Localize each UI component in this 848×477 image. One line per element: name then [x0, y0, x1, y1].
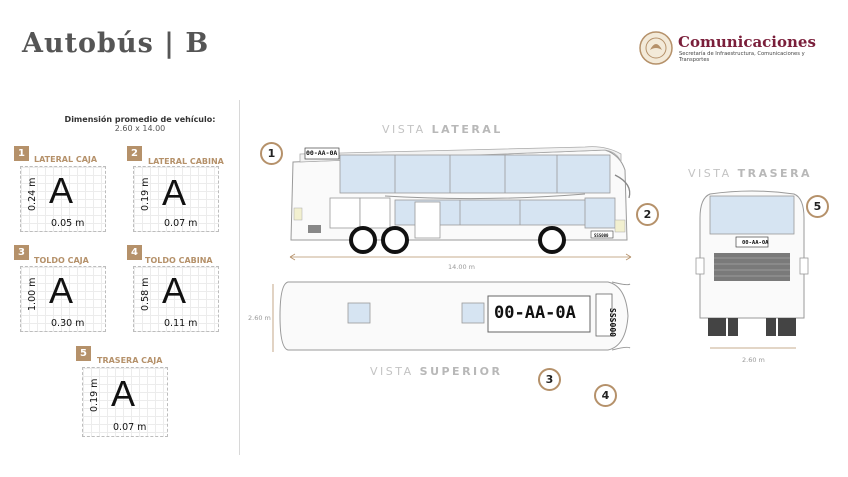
width-label: 0.11 m — [164, 318, 198, 329]
card-label: LATERAL CAJA — [34, 155, 98, 164]
bus-rear-view — [695, 190, 809, 336]
width-label: 0.05 m — [51, 218, 85, 229]
page-title: Autobús | B — [22, 28, 210, 59]
height-label: 0.19 m — [140, 177, 151, 211]
callout-5: 5 — [806, 195, 829, 218]
card-number: 2 — [127, 146, 142, 161]
length-label: 14.00 m — [448, 263, 476, 271]
width-label: 0.30 m — [51, 318, 85, 329]
letter-sample: A — [49, 270, 74, 311]
card-number: 5 — [76, 346, 91, 361]
plate-roof: 00-AA-0A — [494, 303, 576, 323]
sign-card-lateral-caja: A 0.24 m 0.05 m — [20, 166, 106, 232]
card-label: TOLDO CABINA — [145, 256, 213, 265]
width-label-rear: 2.60 m — [742, 356, 765, 364]
card-number: 4 — [127, 245, 142, 260]
callout-2: 2 — [636, 203, 659, 226]
height-label: 0.24 m — [27, 177, 38, 211]
view-label-superior: VISTA SUPERIOR — [370, 365, 503, 378]
width-dimension-line — [272, 284, 274, 352]
sign-card-trasera-caja: A 0.19 m 0.07 m — [82, 367, 168, 437]
width-label-top: 2.60 m — [248, 314, 271, 322]
card-number: 1 — [14, 146, 29, 161]
card-label: TOLDO CAJA — [34, 256, 89, 265]
plate-front: SSS000 — [594, 233, 609, 238]
logo-name: Comunicaciones — [678, 33, 816, 51]
length-dimension-line — [289, 253, 632, 261]
plate-roof-cab: SSS000 — [607, 308, 617, 337]
height-label: 0.19 m — [89, 378, 100, 412]
letter-sample: A — [111, 373, 136, 414]
sign-card-lateral-cabina: A 0.19 m 0.07 m — [133, 166, 219, 232]
letter-sample: A — [162, 172, 187, 213]
height-label: 1.00 m — [27, 277, 38, 311]
coat-of-arms-icon — [639, 31, 673, 65]
view-label-trasera: VISTA TRASERA — [688, 167, 813, 180]
dimension-value: 2.60 x 14.00 — [114, 124, 166, 133]
divider — [239, 100, 240, 455]
letter-sample: A — [162, 270, 187, 311]
card-label: LATERAL CABINA — [148, 157, 224, 166]
bus-side-view — [290, 146, 631, 254]
plate-side: 00-AA-0A — [306, 149, 338, 157]
callout-3: 3 — [538, 368, 561, 391]
width-label: 0.07 m — [164, 218, 198, 229]
card-label: TRASERA CAJA — [97, 356, 163, 365]
sign-card-toldo-caja: A 1.00 m 0.30 m — [20, 266, 106, 332]
callout-4: 4 — [594, 384, 617, 407]
callout-1: 1 — [260, 142, 283, 165]
width-label: 0.07 m — [113, 422, 147, 433]
height-label: 0.58 m — [140, 277, 151, 311]
dimension-heading: Dimensión promedio de vehículo: — [64, 115, 216, 124]
view-label-lateral: VISTA LATERAL — [382, 123, 503, 136]
plate-rear: 00-AA-0A — [742, 240, 769, 246]
sign-card-toldo-cabina: A 0.58 m 0.11 m — [133, 266, 219, 332]
bus-top-view — [279, 281, 631, 351]
logo-subtitle: Secretaría de Infraestructura, Comunicac… — [679, 51, 805, 63]
card-number: 3 — [14, 245, 29, 260]
letter-sample: A — [49, 170, 74, 211]
rear-width-dimension-line — [710, 347, 796, 349]
